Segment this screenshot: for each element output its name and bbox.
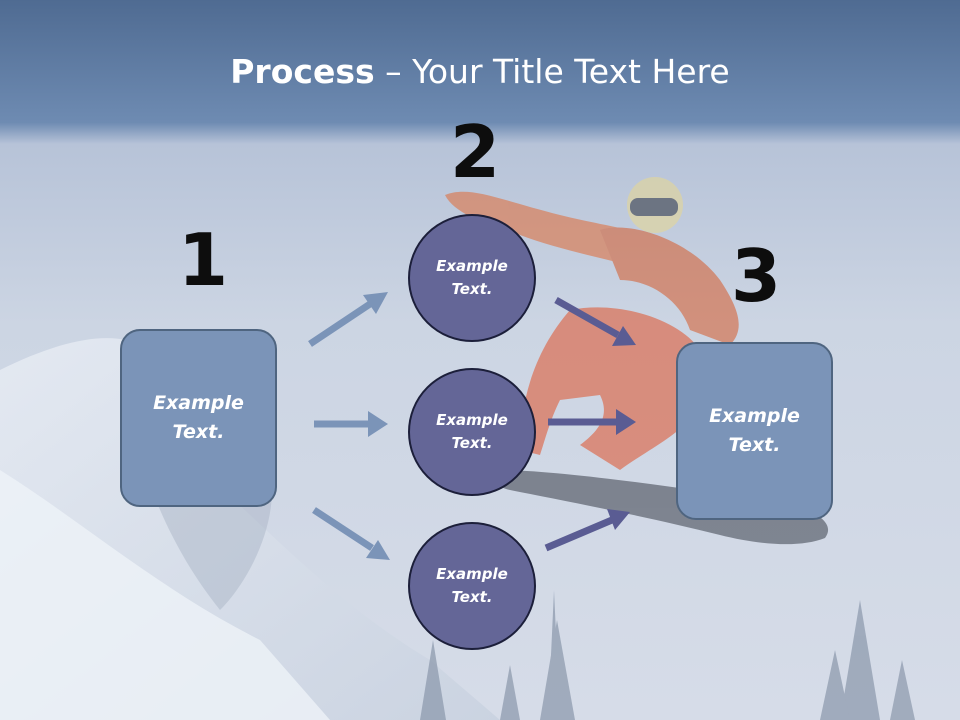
circle-bottom-label: Example Text.: [436, 565, 508, 606]
circle-step-middle: Example Text.: [408, 368, 536, 496]
arrow-to-middle: [314, 411, 388, 437]
arrow-to-top: [308, 292, 388, 347]
title-rest: – Your Title Text Here: [374, 52, 730, 91]
step-number-2: 2: [450, 110, 501, 194]
circle-step-bottom: Example Text.: [408, 522, 536, 650]
left-step-label: Example Text.: [153, 392, 244, 443]
right-step-box: Example Text.: [676, 342, 833, 520]
arrow-from-middle: [548, 409, 636, 435]
title-bold: Process: [230, 52, 375, 91]
arrow-from-top: [554, 296, 636, 346]
step-number-3: 3: [731, 234, 782, 318]
circle-top-label: Example Text.: [436, 257, 508, 298]
circle-step-top: Example Text.: [408, 214, 536, 342]
left-step-box: Example Text.: [120, 329, 277, 507]
step-number-1: 1: [178, 218, 229, 302]
slide-title: Process – Your Title Text Here: [0, 52, 960, 91]
right-step-label: Example Text.: [709, 405, 800, 456]
arrow-from-bottom: [544, 509, 630, 552]
circle-middle-label: Example Text.: [436, 411, 508, 452]
arrow-to-bottom: [312, 507, 390, 560]
